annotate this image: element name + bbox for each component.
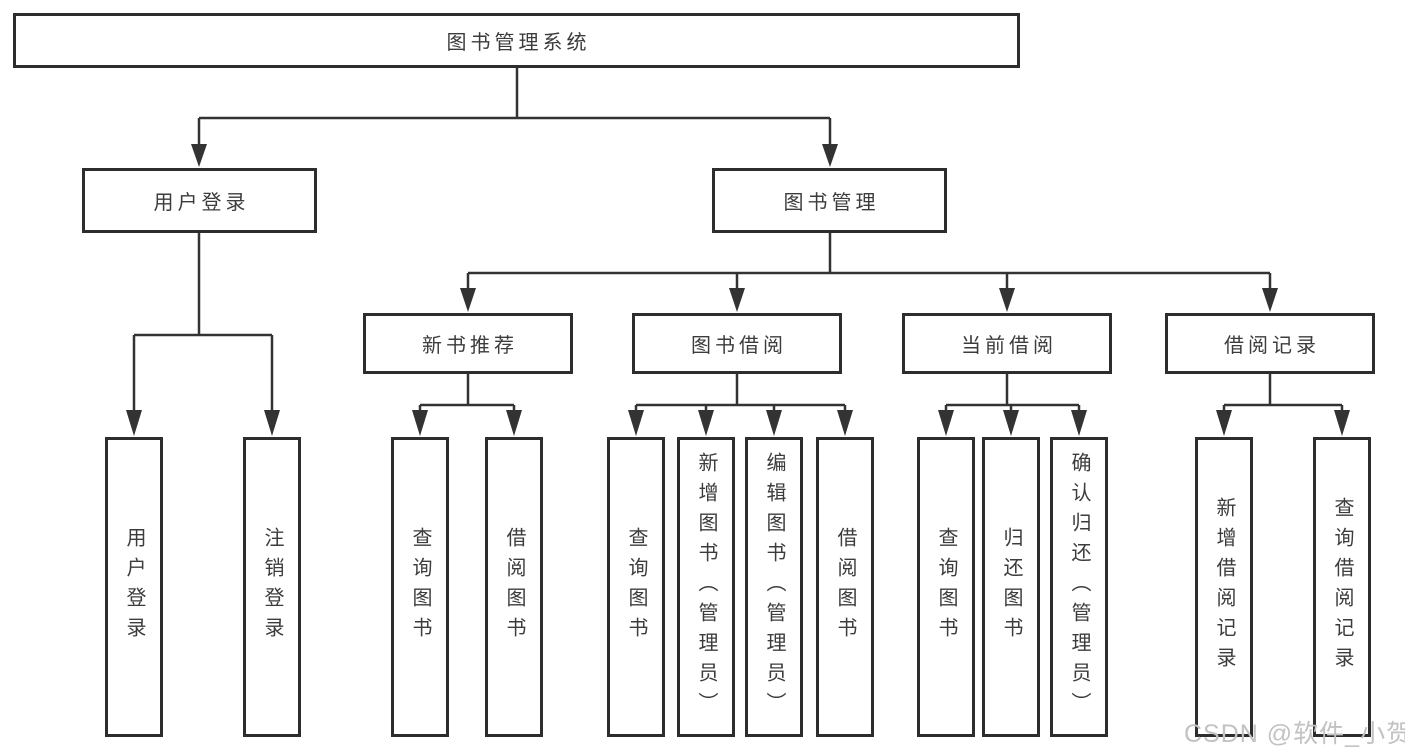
tree-edges (132, 68, 1344, 412)
watermark-text: CSDN @软件_小贺同 (1184, 720, 1405, 747)
leaf-query-borrow-record: 查询借阅记录 (1313, 437, 1371, 737)
node-label: 确认归还（管理员） (1068, 452, 1090, 722)
csdn-watermark: CSDN @软件_小贺同学 (1184, 714, 1405, 747)
node-user-login: 用户登录 (82, 168, 317, 233)
leaf-add-borrow-record: 新增借阅记录 (1195, 437, 1253, 737)
leaf-borrow-books-borrowing: 借阅图书 (816, 437, 874, 737)
node-label: 编辑图书（管理员） (763, 452, 785, 722)
leaf-confirm-return-admin: 确认归还（管理员） (1050, 437, 1108, 737)
leaf-query-books-recommend: 查询图书 (391, 437, 449, 737)
node-label: 查询图书 (935, 527, 957, 647)
node-label: 图书管理系统 (446, 32, 591, 54)
node-label: 新增借阅记录 (1213, 497, 1235, 677)
arrowheads (126, 144, 1350, 436)
leaf-user-login: 用户登录 (105, 437, 163, 737)
node-book-borrowing: 图书借阅 (632, 313, 842, 374)
node-label: 用户登录 (123, 527, 145, 647)
node-label: 当前借阅 (961, 335, 1057, 357)
node-system-root: 图书管理系统 (13, 13, 1020, 68)
node-label: 注销登录 (261, 527, 283, 647)
leaf-add-book-admin: 新增图书（管理员） (677, 437, 735, 737)
node-label: 查询图书 (625, 527, 647, 647)
node-label: 归还图书 (1000, 527, 1022, 647)
node-borrowing-records: 借阅记录 (1165, 313, 1375, 374)
node-label: 用户登录 (153, 192, 250, 214)
node-label: 借阅图书 (503, 527, 525, 647)
node-current-borrowing: 当前借阅 (902, 313, 1112, 374)
node-label: 查询借阅记录 (1331, 497, 1353, 677)
leaf-return-books: 归还图书 (982, 437, 1040, 737)
node-label: 新增图书（管理员） (695, 452, 717, 722)
node-label: 借阅记录 (1224, 335, 1320, 357)
leaf-query-books-borrowing: 查询图书 (607, 437, 665, 737)
leaf-edit-book-admin: 编辑图书（管理员） (745, 437, 803, 737)
node-label: 查询图书 (409, 527, 431, 647)
leaf-borrow-books-recommend: 借阅图书 (485, 437, 543, 737)
node-new-book-recommend: 新书推荐 (363, 313, 573, 374)
leaf-logout: 注销登录 (243, 437, 301, 737)
node-label: 新书推荐 (422, 335, 518, 357)
node-label: 图书管理 (783, 192, 880, 214)
node-book-management: 图书管理 (712, 168, 947, 233)
leaf-query-books-current: 查询图书 (917, 437, 975, 737)
node-label: 图书借阅 (691, 335, 787, 357)
node-label: 借阅图书 (834, 527, 856, 647)
